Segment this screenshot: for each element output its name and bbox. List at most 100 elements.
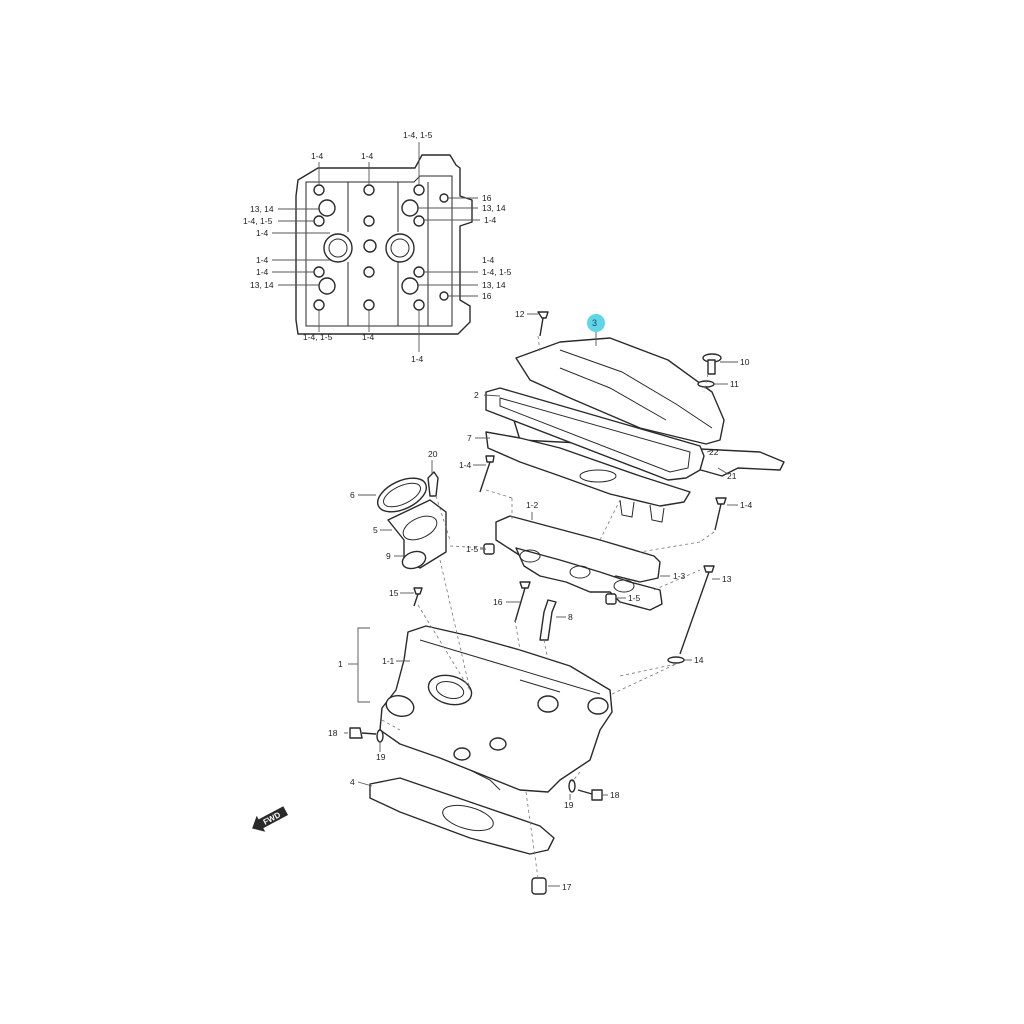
callout-17: 17 [562,882,572,892]
valve-port-right [385,233,415,263]
dowel-pin-17 [531,877,547,895]
leader-lines [344,313,738,887]
label-16: 16 [482,291,492,301]
bolt-18-head [591,789,603,801]
callout-19: 19 [564,800,574,810]
callout-18: 18 [610,790,620,800]
bolt-16-head [519,581,531,589]
label-1-4-1-5-top: 1-4, 1-5 [403,130,433,140]
fwd-arrow-icon: FWD [252,806,289,832]
valve-cover-3 [515,337,725,445]
washer-19 [568,779,576,793]
bolt-18-head [349,727,363,739]
camshaft-holder-assembly [483,515,663,611]
callout-1-2: 1-2 [526,500,539,510]
callout-1-1: 1-1 [382,656,395,666]
cylinder-head-1-1 [379,625,613,793]
label-1-4: 1-4 [256,228,269,238]
label-1-4: 1-4 [484,215,497,225]
intake-assembly [377,471,447,570]
bolt-1-4-shank [714,503,722,531]
gasket-7 [485,431,691,507]
callout-12: 12 [515,309,525,319]
callout-8: 8 [568,612,573,622]
label-13-14: 13, 14 [482,203,506,213]
bolt-12-head [537,311,549,319]
callout-2: 2 [474,390,479,400]
callout-1-4: 1-4 [459,460,472,470]
callout-1-5: 1-5 [628,593,641,603]
bolt-1-4-head [715,497,727,505]
washer-14 [667,656,685,664]
valve-port-left [323,233,353,263]
label-13-14: 13, 14 [250,204,274,214]
callout-15: 15 [389,588,399,598]
bolt-12-shank [539,317,544,337]
hose-clamp-6 [377,477,427,513]
top-view-labels: 1-4, 1-5 1-4 1-4 16 13, 14 1-4 13, 14 1-… [243,130,512,364]
bolt-15-shank [413,593,419,607]
callout-14: 14 [694,655,704,665]
callout-16: 16 [493,597,503,607]
valve-cover-assembly [485,337,785,523]
callout-4: 4 [350,777,355,787]
highlight-marker [587,314,605,332]
callout-22: 22 [709,447,719,457]
label-1-4-1-5: 1-4, 1-5 [482,267,512,277]
callout-1: 1 [338,659,343,669]
seal-frame-2 [485,387,705,481]
callout-11: 11 [730,379,739,389]
callout-3: 3 [592,318,597,328]
callout-1-4: 1-4 [740,500,753,510]
callout-21: 21 [727,471,737,481]
fasteners [349,311,727,801]
spark-plug-8 [539,599,557,641]
callout-9: 9 [386,551,391,561]
washer-19 [376,729,384,743]
stud-13-head [703,565,715,573]
camshaft-holder-1-3 [515,547,663,611]
label-1-4-1-5: 1-4, 1-5 [303,332,333,342]
bolt-18-shank [361,732,377,735]
callout-labels: 3 12 10 11 2 7 22 21 1-4 1-4 1-2 1-5 1-5… [328,309,753,892]
cylinder-head-assembly [379,625,613,793]
bolt-holes [313,184,449,311]
dowel-pin-1-5 [605,593,617,605]
label-1-4-1-5: 1-4, 1-5 [243,216,273,226]
bolt-10-shank [707,359,716,375]
label-16: 16 [482,193,492,203]
label-1-4: 1-4 [256,255,269,265]
screw-20 [427,471,439,497]
callout-1-3: 1-3 [673,571,686,581]
bolt-1-4-shank [479,461,491,493]
label-1-4: 1-4 [482,255,495,265]
callout-20: 20 [428,449,438,459]
head-gasket-assembly [369,777,555,895]
label-1-4: 1-4 [256,267,269,277]
label-1-4: 1-4 [362,332,375,342]
label-1-4: 1-4 [311,151,324,161]
spark-plug-hole [363,239,377,253]
callout-1-5: 1-5 [466,544,479,554]
cylinder-head-top-view: 1-4, 1-5 1-4 1-4 16 13, 14 1-4 13, 14 1-… [243,130,512,364]
callout-18: 18 [328,728,338,738]
callout-13: 13 [722,574,732,584]
callout-7: 7 [467,433,472,443]
head-inner-outline [305,175,453,327]
callout-5: 5 [373,525,378,535]
label-1-4: 1-4 [411,354,424,364]
stud-13 [679,571,710,655]
bolt-1-4-head [485,455,495,463]
callout-10: 10 [740,357,750,367]
label-13-14: 13, 14 [250,280,274,290]
label-13-14: 13, 14 [482,280,506,290]
callout-19: 19 [376,752,386,762]
bolt-16-shank [514,587,526,623]
callout-6: 6 [350,490,355,500]
label-1-4: 1-4 [361,151,374,161]
bolt-15-head [413,587,423,595]
head-gasket-4 [369,777,555,855]
bolt-18-shank [577,789,593,795]
o-ring-9 [401,550,427,570]
